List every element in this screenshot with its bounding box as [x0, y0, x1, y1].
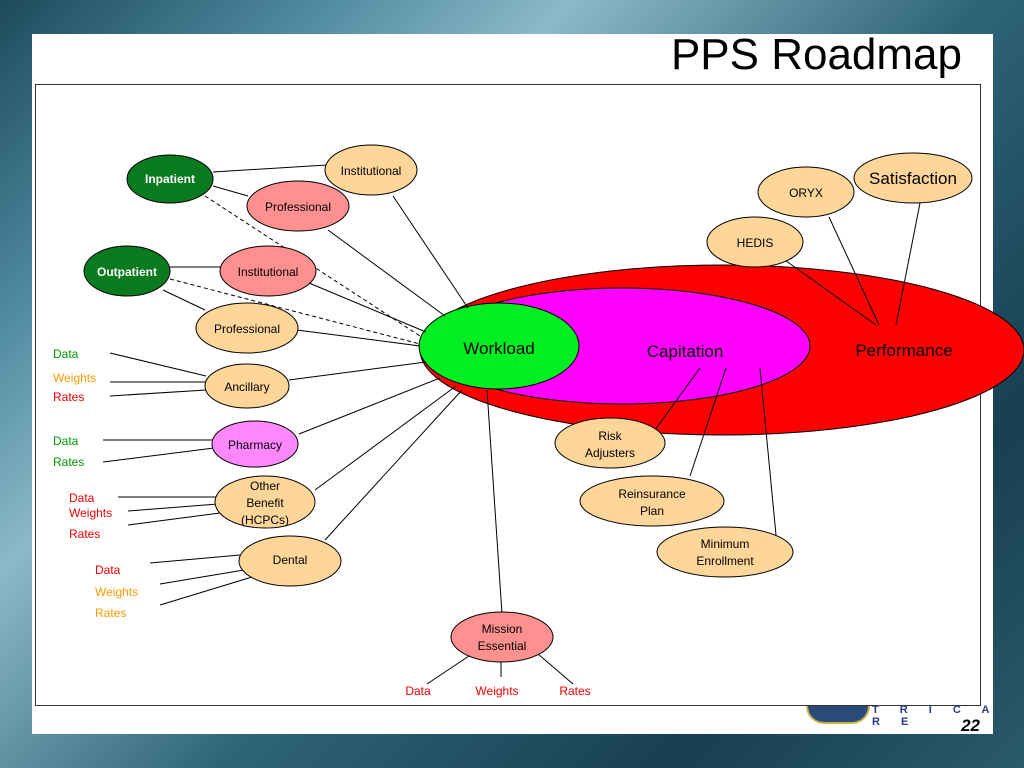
other-benefit-rates-label: Rates	[69, 527, 100, 541]
professional-node-2	[195, 302, 299, 354]
other-benefit-data-label: Data	[69, 491, 95, 505]
page-title: PPS Roadmap	[670, 30, 962, 79]
page-number: 22	[961, 716, 980, 735]
oryx-node	[757, 166, 855, 218]
minimum-enrollment-label-line-1: Minimum	[701, 537, 750, 551]
professional-node-1	[246, 180, 350, 232]
satisfaction-node	[853, 152, 973, 204]
tricare-logo-text: T R I C A R E	[872, 704, 999, 728]
reinsurance-plan-node	[579, 475, 725, 527]
ancillary-weights-label: Weights	[53, 371, 96, 385]
outpatient-label: Outpatient	[97, 265, 157, 279]
outpatient-node	[83, 245, 171, 297]
dental-data-label: Data	[95, 563, 121, 577]
inpatient-node	[126, 154, 214, 204]
other-benefit-label-line-3: (HCPCs)	[241, 513, 289, 527]
institutional-label-2: Institutional	[238, 265, 299, 279]
hedis-node	[706, 216, 804, 268]
inpatient-label: Inpatient	[145, 172, 195, 186]
ancillary-node	[204, 363, 290, 409]
capitation-label: Capitation	[647, 342, 724, 361]
dental-weights-label: Weights	[95, 585, 138, 599]
dental-rates-label: Rates	[95, 606, 126, 620]
reinsurance-plan-label-line-1: Reinsurance	[618, 487, 686, 501]
performance-label: Performance	[855, 341, 952, 360]
risk-adjusters-label-line-2: Adjusters	[585, 446, 635, 460]
other-benefit-label-line-2: Benefit	[246, 496, 284, 510]
ancillary-rates-label: Rates	[53, 390, 84, 404]
minimum-enrollment-node	[656, 526, 794, 578]
dental-label: Dental	[273, 553, 308, 567]
other-benefit-weights-label: Weights	[69, 506, 112, 520]
pharmacy-node	[211, 420, 299, 468]
mission-essential-label-line-2: Essential	[478, 639, 527, 653]
mission-essential-node	[450, 611, 554, 663]
mission-data-label: Data	[405, 684, 431, 698]
minimum-enrollment-label-line-2: Enrollment	[696, 554, 754, 568]
risk-adjusters-label-line-1: Risk	[598, 429, 622, 443]
institutional-node-1	[324, 144, 418, 196]
ancillary-data-label: Data	[53, 347, 79, 361]
institutional-label-1: Institutional	[341, 164, 402, 178]
other-benefit-node	[214, 475, 316, 529]
reinsurance-plan-label-line-2: Plan	[640, 504, 664, 518]
dental-node	[238, 535, 342, 587]
professional-label-1: Professional	[265, 200, 331, 214]
mission-rates-label: Rates	[559, 684, 590, 698]
ancillary-label: Ancillary	[224, 380, 269, 394]
mission-essential-label-line-1: Mission	[482, 622, 523, 636]
satisfaction-label: Satisfaction	[869, 169, 957, 188]
workload-label: Workload	[463, 339, 535, 358]
professional-label-2: Professional	[214, 322, 280, 336]
pharmacy-rates-label: Rates	[53, 455, 84, 469]
mission-weights-label: Weights	[475, 684, 518, 698]
other-benefit-label-line-1: Other	[250, 479, 280, 493]
pharmacy-data-label: Data	[53, 434, 79, 448]
risk-adjusters-node	[554, 417, 666, 469]
institutional-node-2	[219, 245, 317, 297]
connector-lines	[102, 164, 921, 685]
hedis-label: HEDIS	[737, 236, 774, 250]
oryx-label: ORYX	[789, 186, 823, 200]
pharmacy-label: Pharmacy	[228, 438, 282, 452]
